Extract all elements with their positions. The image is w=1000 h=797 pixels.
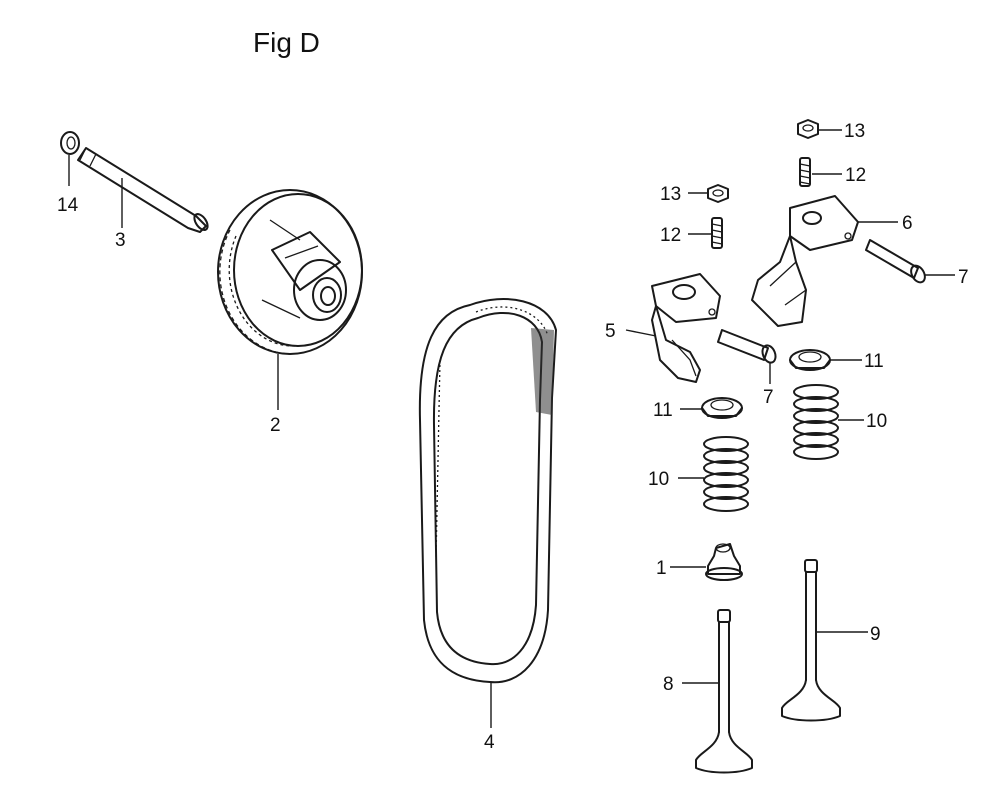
callout-4: 4 — [484, 732, 495, 753]
callout-7: 7 — [763, 387, 774, 408]
callout-3: 3 — [115, 230, 126, 251]
rocker-arm-icon — [651, 273, 721, 383]
rocker-shaft-icon — [865, 239, 926, 284]
callout-10-right: 10 — [866, 411, 887, 432]
lock-nut-icon — [797, 119, 819, 139]
timing-pulley-icon — [217, 189, 363, 355]
callout-7-right: 7 — [958, 267, 969, 288]
lock-nut-icon — [707, 184, 729, 203]
valve-spring-icon — [703, 436, 749, 512]
callout-11-right: 11 — [864, 351, 884, 372]
callout-13-lower: 13 — [660, 184, 681, 205]
rocker-arm-icon — [751, 195, 859, 327]
spring-retainer-icon — [701, 397, 743, 419]
callout-9: 9 — [870, 624, 881, 645]
callout-1: 1 — [656, 558, 667, 579]
spring-retainer-icon — [789, 349, 831, 371]
callout-2: 2 — [270, 415, 281, 436]
callout-12: 12 — [845, 165, 866, 186]
valve-spring-icon — [793, 384, 839, 460]
callout-11-left: 11 — [653, 400, 673, 421]
figure-title: Fig D — [253, 27, 320, 58]
callout-10-left: 10 — [648, 469, 669, 490]
timing-belt-icon — [418, 298, 557, 684]
callout-8: 8 — [663, 674, 674, 695]
shaft-icon — [77, 147, 209, 233]
callout-12-lower: 12 — [660, 225, 681, 246]
intake-valve-icon — [695, 609, 753, 774]
callout-13: 13 — [844, 121, 865, 142]
washer-icon — [60, 131, 80, 155]
adjusting-screw-icon — [711, 217, 723, 249]
callout-14: 14 — [57, 195, 79, 216]
adjusting-screw-icon — [799, 157, 811, 187]
rocker-shaft-icon — [717, 329, 777, 364]
exhaust-valve-icon — [781, 559, 841, 722]
callout-5: 5 — [605, 321, 616, 342]
callout-6: 6 — [902, 213, 913, 234]
valve-stem-seal-icon — [705, 543, 743, 581]
